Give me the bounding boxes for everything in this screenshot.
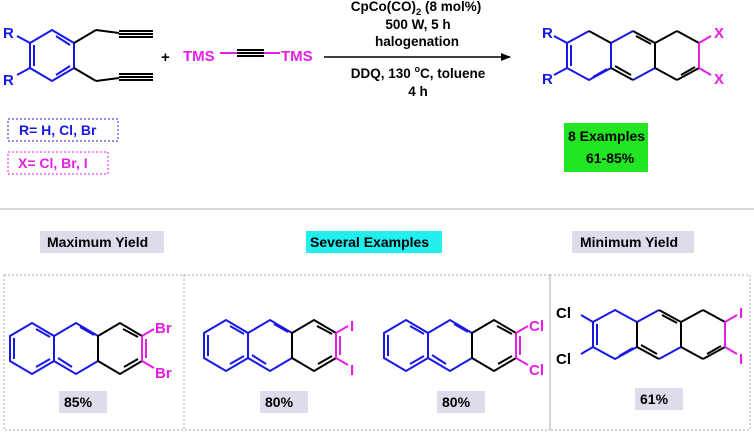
bis-tms-acetylene: TMS TMS (183, 48, 313, 65)
reaction-conditions: CpCo(CO)2 (8 mol%) 500 W, 5 h halogenati… (324, 0, 511, 99)
minimum-yield-label: Minimum Yield (580, 234, 678, 250)
example4-yield: 61% (640, 391, 669, 407)
product-x-top: X (714, 25, 724, 42)
example-dichloro-diiodoanthracene: Cl Cl I I 61% (556, 305, 743, 410)
x-definition-text: X= Cl, Br, I (18, 155, 88, 171)
example1-top-substituent: Br (155, 320, 172, 337)
condition-halogenation: halogenation (375, 34, 459, 49)
example3-top-substituent: Cl (529, 318, 544, 335)
maximum-yield-label: Maximum Yield (47, 234, 148, 250)
condition-power-time: 500 W, 5 h (385, 17, 450, 32)
maximum-yield-title: Maximum Yield (40, 231, 164, 253)
example2-bottom-substituent: I (350, 362, 354, 379)
benzene-ring (29, 28, 75, 83)
example4-top-substituent: I (739, 305, 743, 322)
tms-right: TMS (281, 48, 313, 65)
examples-count: 8 Examples (568, 128, 645, 144)
yield-range: 61-85% (586, 150, 635, 166)
product-x-bottom: X (714, 71, 724, 88)
tms-left: TMS (183, 48, 215, 65)
panel-frames (3, 274, 751, 431)
example-dibromoanthracene: Br Br 85% (9, 320, 172, 413)
starting-material: R R (3, 25, 153, 89)
r-definition-box: R= H, Cl, Br (7, 118, 119, 142)
propargyl-chains (73, 29, 153, 82)
plus-sign: + (161, 49, 170, 66)
example-dichloroanthracene: Cl Cl 80% (383, 318, 544, 413)
product-r-bottom: R (542, 71, 553, 88)
example2-top-substituent: I (350, 318, 354, 335)
condition-catalyst: CpCo(CO)2 (8 mol%) (351, 0, 482, 18)
r-substituent-top: R (3, 25, 14, 42)
several-examples-label: Several Examples (310, 234, 429, 250)
product-r-top: R (542, 25, 553, 42)
x-definition-box: X= Cl, Br, I (7, 151, 109, 175)
example2-yield: 80% (265, 394, 294, 410)
example1-bottom-substituent: Br (155, 365, 172, 382)
condition-ddq: DDQ, 130 oC, toluene (351, 64, 486, 81)
r-definition-text: R= H, Cl, Br (19, 122, 97, 138)
example4-left-bottom-substituent: Cl (556, 351, 571, 368)
example4-left-top-substituent: Cl (556, 305, 571, 322)
example-diiodoanthracene: I I 80% (203, 318, 354, 413)
condition-time: 4 h (408, 84, 428, 99)
product-anthracene: R R X X (542, 25, 724, 88)
minimum-yield-title: Minimum Yield (572, 231, 694, 253)
several-examples-title: Several Examples (306, 231, 442, 253)
example3-yield: 80% (442, 394, 471, 410)
examples-summary-box: 8 Examples 61-85% (564, 123, 648, 172)
r-substituent-bottom: R (3, 72, 14, 89)
example4-bottom-substituent: I (739, 351, 743, 368)
example3-bottom-substituent: Cl (529, 362, 544, 379)
example1-yield: 85% (64, 394, 93, 410)
